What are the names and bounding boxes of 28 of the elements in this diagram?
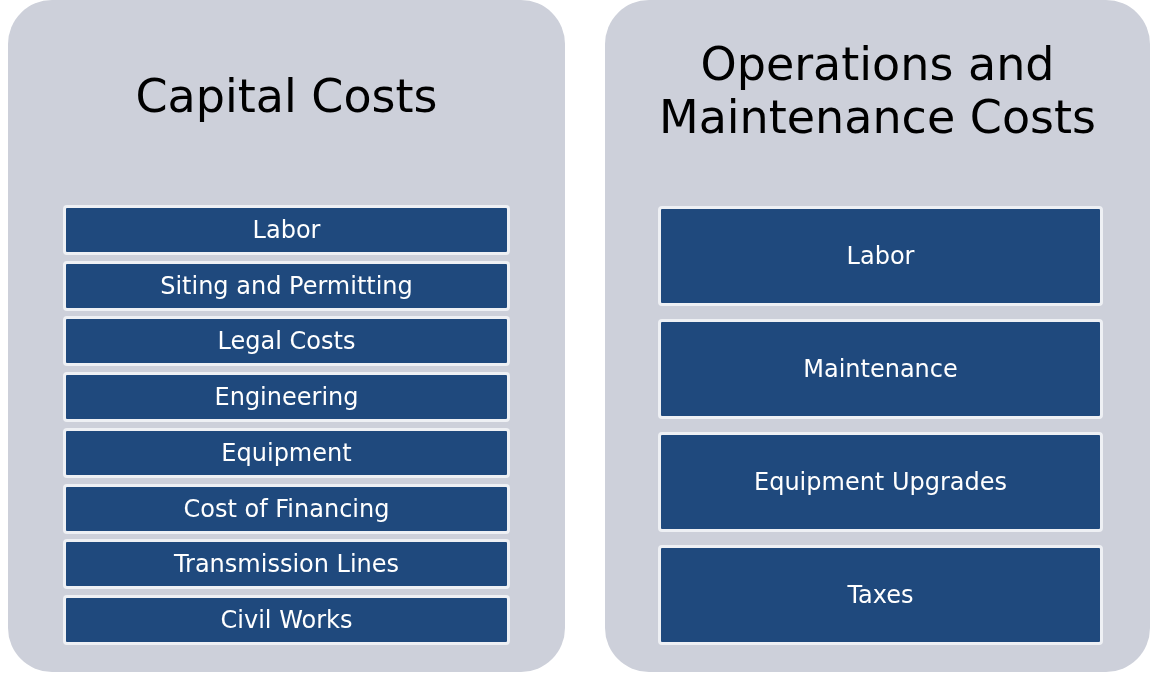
cost-item-label: Taxes — [847, 581, 914, 609]
cost-item-box — [63, 260, 510, 311]
cost-item-box — [63, 594, 510, 645]
cost-item-box — [63, 372, 510, 423]
cost-item-label: Labor — [252, 216, 321, 244]
cost-item-box — [63, 316, 510, 367]
cost-item-label: Engineering — [214, 383, 359, 412]
cost-item-label: Cost of Financing — [183, 494, 390, 523]
cost-item-label: Maintenance — [803, 355, 958, 383]
panel-title: Capital Costs — [134, 70, 439, 123]
cost-item-label: Legal Costs — [217, 327, 356, 356]
cost-item-box — [63, 483, 510, 534]
cost-item-box — [658, 319, 1103, 419]
cost-item-label: Equipment Upgrades — [754, 468, 1007, 496]
cost-item-label: Civil Works — [220, 605, 353, 634]
cost-item-box — [658, 545, 1103, 645]
cost-item-label: Equipment — [221, 438, 352, 467]
cost-item-label: Siting and Permitting — [160, 271, 413, 300]
cost-item-box — [658, 432, 1103, 532]
cost-item-box — [63, 427, 510, 478]
category-panel — [605, 0, 1150, 672]
cost-item-box — [63, 539, 510, 590]
cost-item-label: Transmission Lines — [173, 550, 400, 579]
cost-item-label: Labor — [846, 242, 915, 270]
panel-title: Operations and Maintenance Costs — [657, 38, 1098, 144]
cost-item-box — [63, 205, 510, 255]
category-panel — [8, 0, 565, 672]
cost-item-box — [658, 206, 1103, 306]
